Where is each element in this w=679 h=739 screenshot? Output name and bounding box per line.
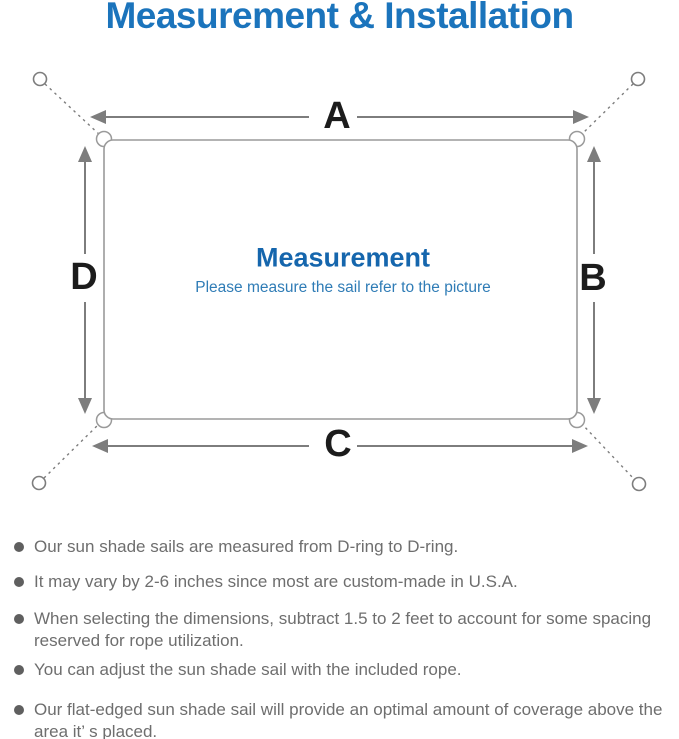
arrow-b-head-up: [587, 146, 601, 162]
rope-line-bottom-right: [580, 422, 635, 480]
anchor-point-icon-bottom-left: [31, 475, 47, 491]
dimension-label-a: A: [323, 95, 351, 137]
measurement-heading: Measurement: [255, 242, 431, 273]
arrow-a-head-right: [573, 110, 589, 124]
bullet-icon: [14, 705, 24, 715]
sail-diagram-svg: [31, 71, 647, 492]
note-text: It may vary by 2-6 inches since most are…: [34, 572, 518, 591]
measurement-subtitle: Please measure the sail refer to the pic…: [195, 279, 491, 296]
anchor-point-icon-top-right: [630, 71, 646, 87]
sail-outline: [103, 139, 578, 420]
arrow-c-head-right: [572, 439, 588, 453]
bullet-icon: [14, 614, 24, 624]
rope-line-top-right: [579, 83, 634, 137]
note-item: When selecting the dimensions, subtract …: [14, 608, 664, 652]
bullet-icon: [14, 577, 24, 587]
arrow-d-head-up: [78, 146, 92, 162]
note-item: Our sun shade sails are measured from D-…: [14, 536, 664, 558]
anchor-point-icon-top-left: [32, 71, 48, 87]
note-item: Our flat-edged sun shade sail will provi…: [14, 699, 664, 739]
note-item: It may vary by 2-6 inches since most are…: [14, 571, 664, 593]
notes-list: Our sun shade sails are measured from D-…: [14, 536, 664, 739]
dimension-label-d: D: [70, 256, 98, 298]
note-text: When selecting the dimensions, subtract …: [34, 609, 652, 650]
dimension-label-c: C: [324, 423, 352, 465]
note-text: Our flat-edged sun shade sail will provi…: [34, 700, 663, 739]
page-title: Measurement & Installation: [105, 0, 574, 36]
arrow-b-head-down: [587, 398, 601, 414]
bullet-icon: [14, 542, 24, 552]
sail-measurement-diagram: [0, 60, 679, 500]
arrow-c-head-left: [92, 439, 108, 453]
rope-line-bottom-left: [43, 422, 101, 479]
dimension-label-b: B: [579, 257, 607, 299]
rope-line-top-left: [44, 83, 102, 137]
arrow-d-head-down: [78, 398, 92, 414]
bullet-icon: [14, 665, 24, 675]
arrow-a-head-left: [90, 110, 106, 124]
note-text: Our sun shade sails are measured from D-…: [34, 537, 459, 556]
anchor-point-icon-bottom-right: [631, 476, 647, 492]
note-text: You can adjust the sun shade sail with t…: [34, 660, 462, 679]
note-item: You can adjust the sun shade sail with t…: [14, 659, 664, 681]
